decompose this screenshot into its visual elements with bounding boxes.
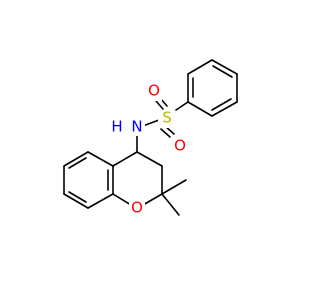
c4-c4a-bond — [112, 151, 138, 167]
oxygen-top-label-bg — [146, 83, 162, 101]
methyl-bond-1 — [161, 179, 187, 195]
benzo-bond-2 — [87, 193, 114, 209]
oxygen-ring-label-bg — [129, 199, 145, 217]
benzo-bond-5 — [63, 151, 89, 167]
s-o-top-bond-1 — [155, 100, 164, 110]
hydrogen-label-bg — [109, 118, 125, 136]
phenyl-bond-3 — [211, 101, 238, 117]
phenyl-bond-6 — [187, 59, 213, 75]
benzo-double-bond-c — [68, 157, 87, 169]
oxygen-bottom-label-bg — [172, 137, 188, 155]
phenyl-double-bond-b — [211, 98, 232, 111]
phenyl-ring — [187, 59, 238, 117]
phenyl-double-bond-a — [212, 65, 233, 78]
sulfur-label-bg — [158, 110, 174, 128]
oxygen-ring-atom-label: O — [131, 199, 143, 217]
benzo-bond-6 — [87, 151, 114, 167]
benzo-ring — [63, 151, 114, 209]
oxygen-top-atom-label: O — [148, 82, 160, 100]
nitrogen-label-bg — [129, 118, 145, 136]
sulfur-atom-label: S — [162, 109, 172, 127]
chroman-ring — [112, 151, 163, 206]
s-o-bottom-bond-2 — [160, 128, 171, 138]
oxygen-bottom-atom-label: O — [174, 137, 186, 155]
nitrogen-atom-label: N — [131, 118, 142, 136]
o-c8a-bond — [112, 193, 132, 206]
phenyl-bond-4 — [187, 101, 213, 117]
c4-c3-bond — [136, 151, 163, 167]
molecule-structure: S O O N H O — [63, 59, 238, 217]
s-phenyl-bond — [175, 101, 189, 111]
phenyl-bond-1 — [211, 59, 238, 75]
gem-dimethyl — [161, 179, 187, 216]
atom-labels: S O O N H O — [109, 82, 188, 217]
c2-o-bond — [142, 193, 163, 206]
benzo-double-bond-b — [68, 191, 87, 203]
molecule-canvas: S O O N H O — [63, 59, 238, 217]
methyl-bond-2 — [161, 193, 180, 216]
benzo-bond-3 — [63, 193, 89, 209]
hydrogen-atom-label: H — [111, 118, 122, 136]
